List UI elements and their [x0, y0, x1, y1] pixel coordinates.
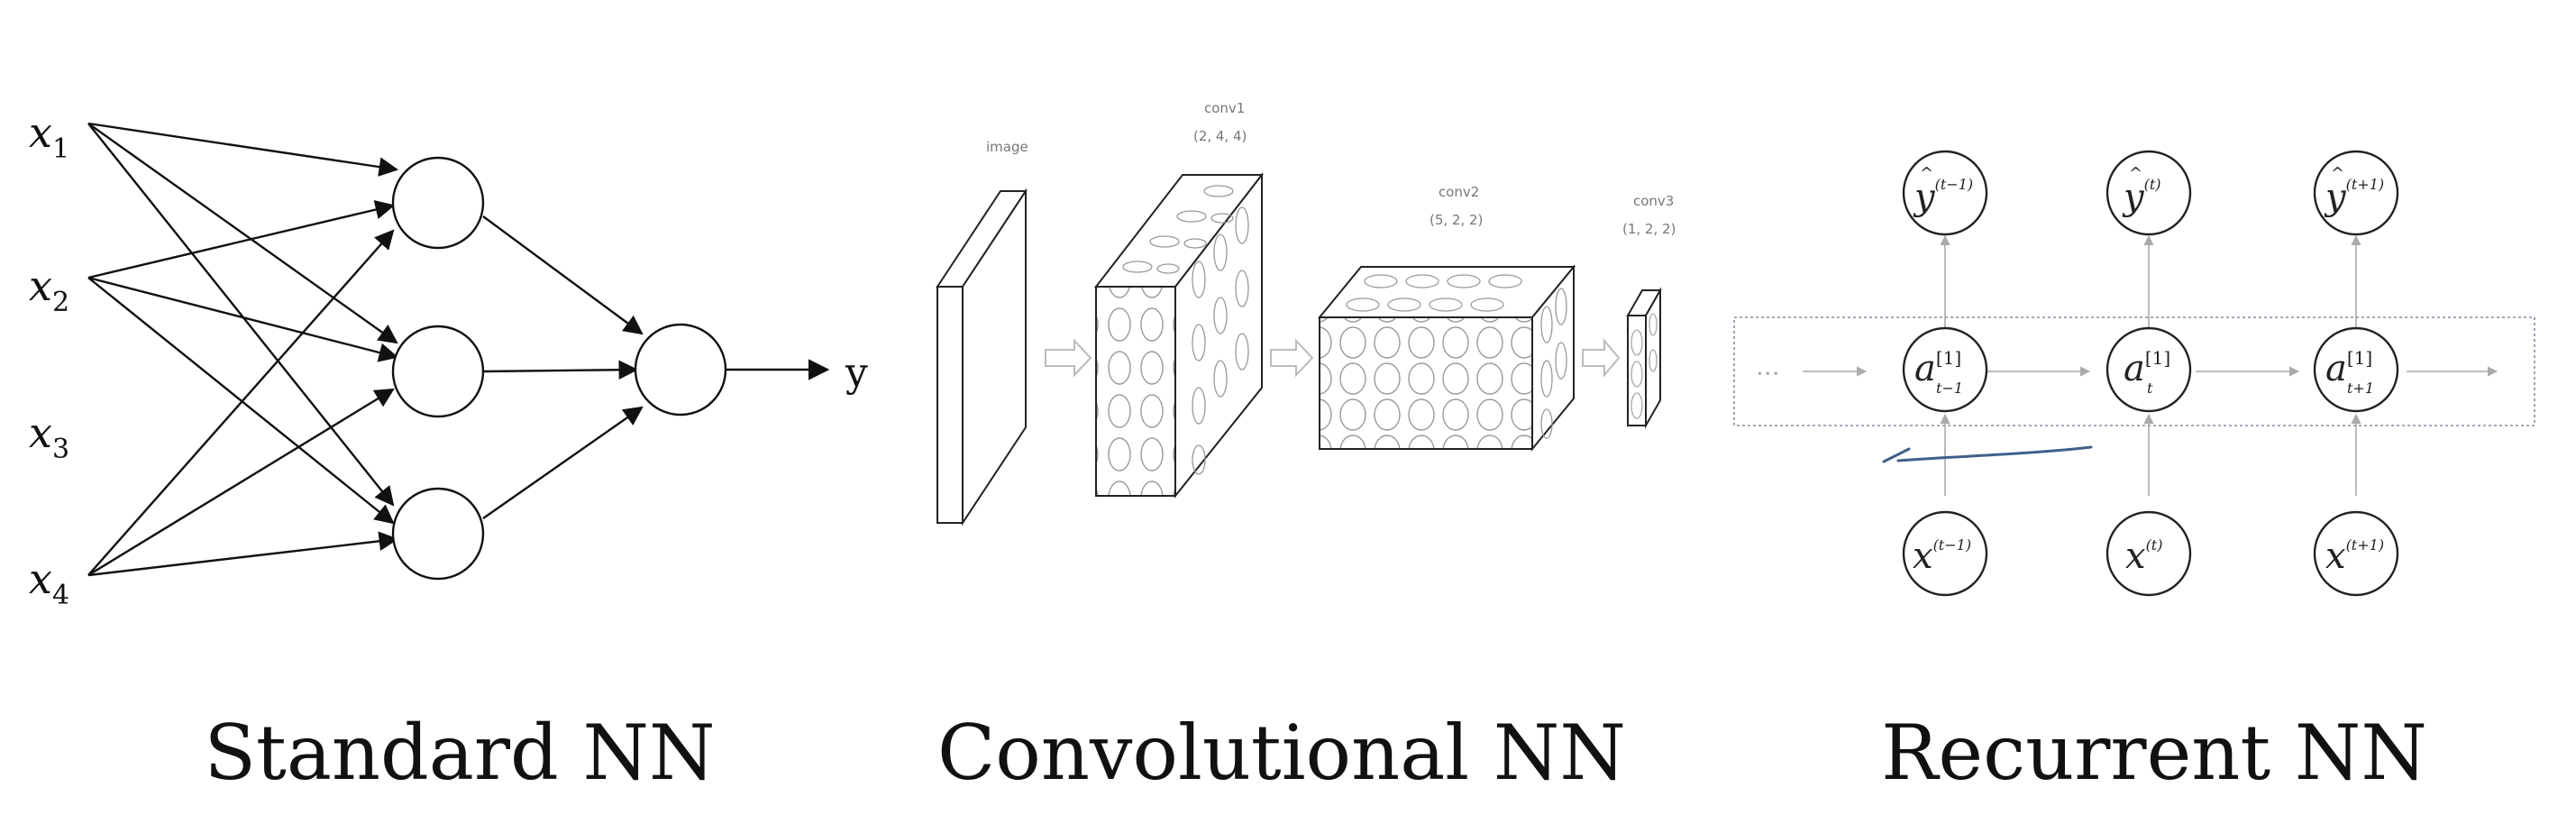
rnn-vertical-arrows	[1940, 234, 2361, 496]
caption-convolutional-nn: Convolutional NN	[937, 709, 1626, 797]
conv3-dims: (1, 2, 2)	[1622, 221, 1676, 237]
arrow-image-conv1	[1045, 338, 1092, 378]
conv2-top-ovals	[1346, 274, 1522, 312]
recurrent-nn: ··· y(t−1) ^ y(t)	[1733, 150, 2535, 597]
conv-nn: image conv1 (2, 4, 4)	[936, 100, 1676, 526]
caption-standard-nn: Standard NN	[204, 709, 716, 797]
rnn-output-node-t-plus-1	[2313, 150, 2399, 236]
rnn-output-node-t	[2106, 150, 2192, 236]
conv1-name: conv1	[1204, 100, 1245, 116]
rnn-hidden-label-2: a[1]	[2124, 347, 2170, 389]
arrow-conv2-conv3	[1582, 338, 1621, 378]
rnn-input-label-3: x(t+1)	[2325, 536, 2384, 577]
image-label: image	[986, 139, 1028, 155]
input-label-x3: x3	[29, 408, 69, 465]
rnn-output-label-1: y(t−1)	[1913, 176, 1973, 218]
hidden-node-1	[391, 156, 485, 250]
input-edges	[87, 122, 399, 577]
rnn-input-label-2: x(t)	[2125, 536, 2162, 577]
hidden-node-3	[391, 487, 485, 581]
output-label-y: y	[845, 350, 868, 396]
rnn-hidden-node-t	[2106, 326, 2192, 413]
input-label-x1: x1	[29, 108, 69, 165]
rnn-hidden-node-t-minus-1	[1902, 326, 1988, 413]
conv1-top-ovals	[1122, 185, 1234, 274]
conv2-side-ovals	[1540, 288, 1567, 439]
rnn-output-label-2: y(t)	[2122, 176, 2161, 218]
caption-recurrent-nn: Recurrent NN	[1881, 709, 2427, 797]
image-slab	[936, 188, 1028, 526]
input-label-x2: x2	[29, 261, 69, 318]
rnn-input-nodes: x(t−1) x(t) x(t+1)	[1902, 510, 2399, 597]
standard-nn: x1 x2 x3 x4	[29, 108, 868, 611]
input-label-x4: x4	[29, 554, 69, 611]
output-node	[634, 323, 727, 417]
rnn-hidden-sub-1: t−1	[1936, 380, 1963, 397]
conv2-dims: (5, 2, 2)	[1430, 212, 1483, 228]
rnn-ellipsis: ···	[1756, 359, 1780, 389]
rnn-output-nodes: y(t−1) ^ y(t) ^ y(t+1) ^	[1902, 150, 2399, 236]
hidden-node-2	[391, 325, 485, 418]
rnn-output-node-t-minus-1	[1902, 150, 1988, 236]
conv2-block	[1317, 264, 1576, 452]
arrow-conv1-conv2	[1270, 338, 1314, 378]
rnn-hidden-nodes: a[1] t−1 a[1] t a[1] t+1	[1902, 326, 2399, 413]
conv3-name: conv3	[1633, 193, 1674, 209]
conv1-block	[1093, 172, 1265, 499]
rnn-hidden-sub-2: t	[2147, 380, 2153, 397]
handdrawn-annotation	[1882, 445, 2093, 463]
rnn-hidden-node-t-plus-1	[2313, 326, 2399, 413]
conv3-ovals	[1631, 313, 1658, 419]
rnn-input-node-t-plus-1	[2313, 510, 2399, 597]
rnn-input-label-1: x(t−1)	[1913, 536, 1971, 577]
input-labels: x1 x2 x3 x4	[29, 108, 69, 611]
hidden-to-output-edges	[482, 215, 644, 519]
conv3-block	[1626, 287, 1662, 429]
rnn-input-node-t-minus-1	[1902, 510, 1988, 597]
conv1-dims: (2, 4, 4)	[1193, 128, 1247, 144]
rnn-output-hat-1: ^	[1920, 164, 1933, 183]
conv2-name: conv2	[1439, 184, 1479, 200]
rnn-hidden-label-3: a[1]	[2325, 347, 2372, 389]
rnn-input-node-t	[2106, 510, 2192, 597]
rnn-hidden-sub-3: t+1	[2347, 380, 2374, 397]
conv1-side-ovals	[1192, 206, 1249, 475]
rnn-unroll-frame	[1733, 316, 2535, 426]
rnn-output-hat-3: ^	[2331, 164, 2344, 183]
rnn-output-label-3: y(t+1)	[2324, 176, 2384, 218]
rnn-hidden-label-1: a[1]	[1914, 347, 1961, 389]
rnn-output-hat-2: ^	[2129, 164, 2142, 183]
hidden-nodes	[391, 156, 485, 581]
